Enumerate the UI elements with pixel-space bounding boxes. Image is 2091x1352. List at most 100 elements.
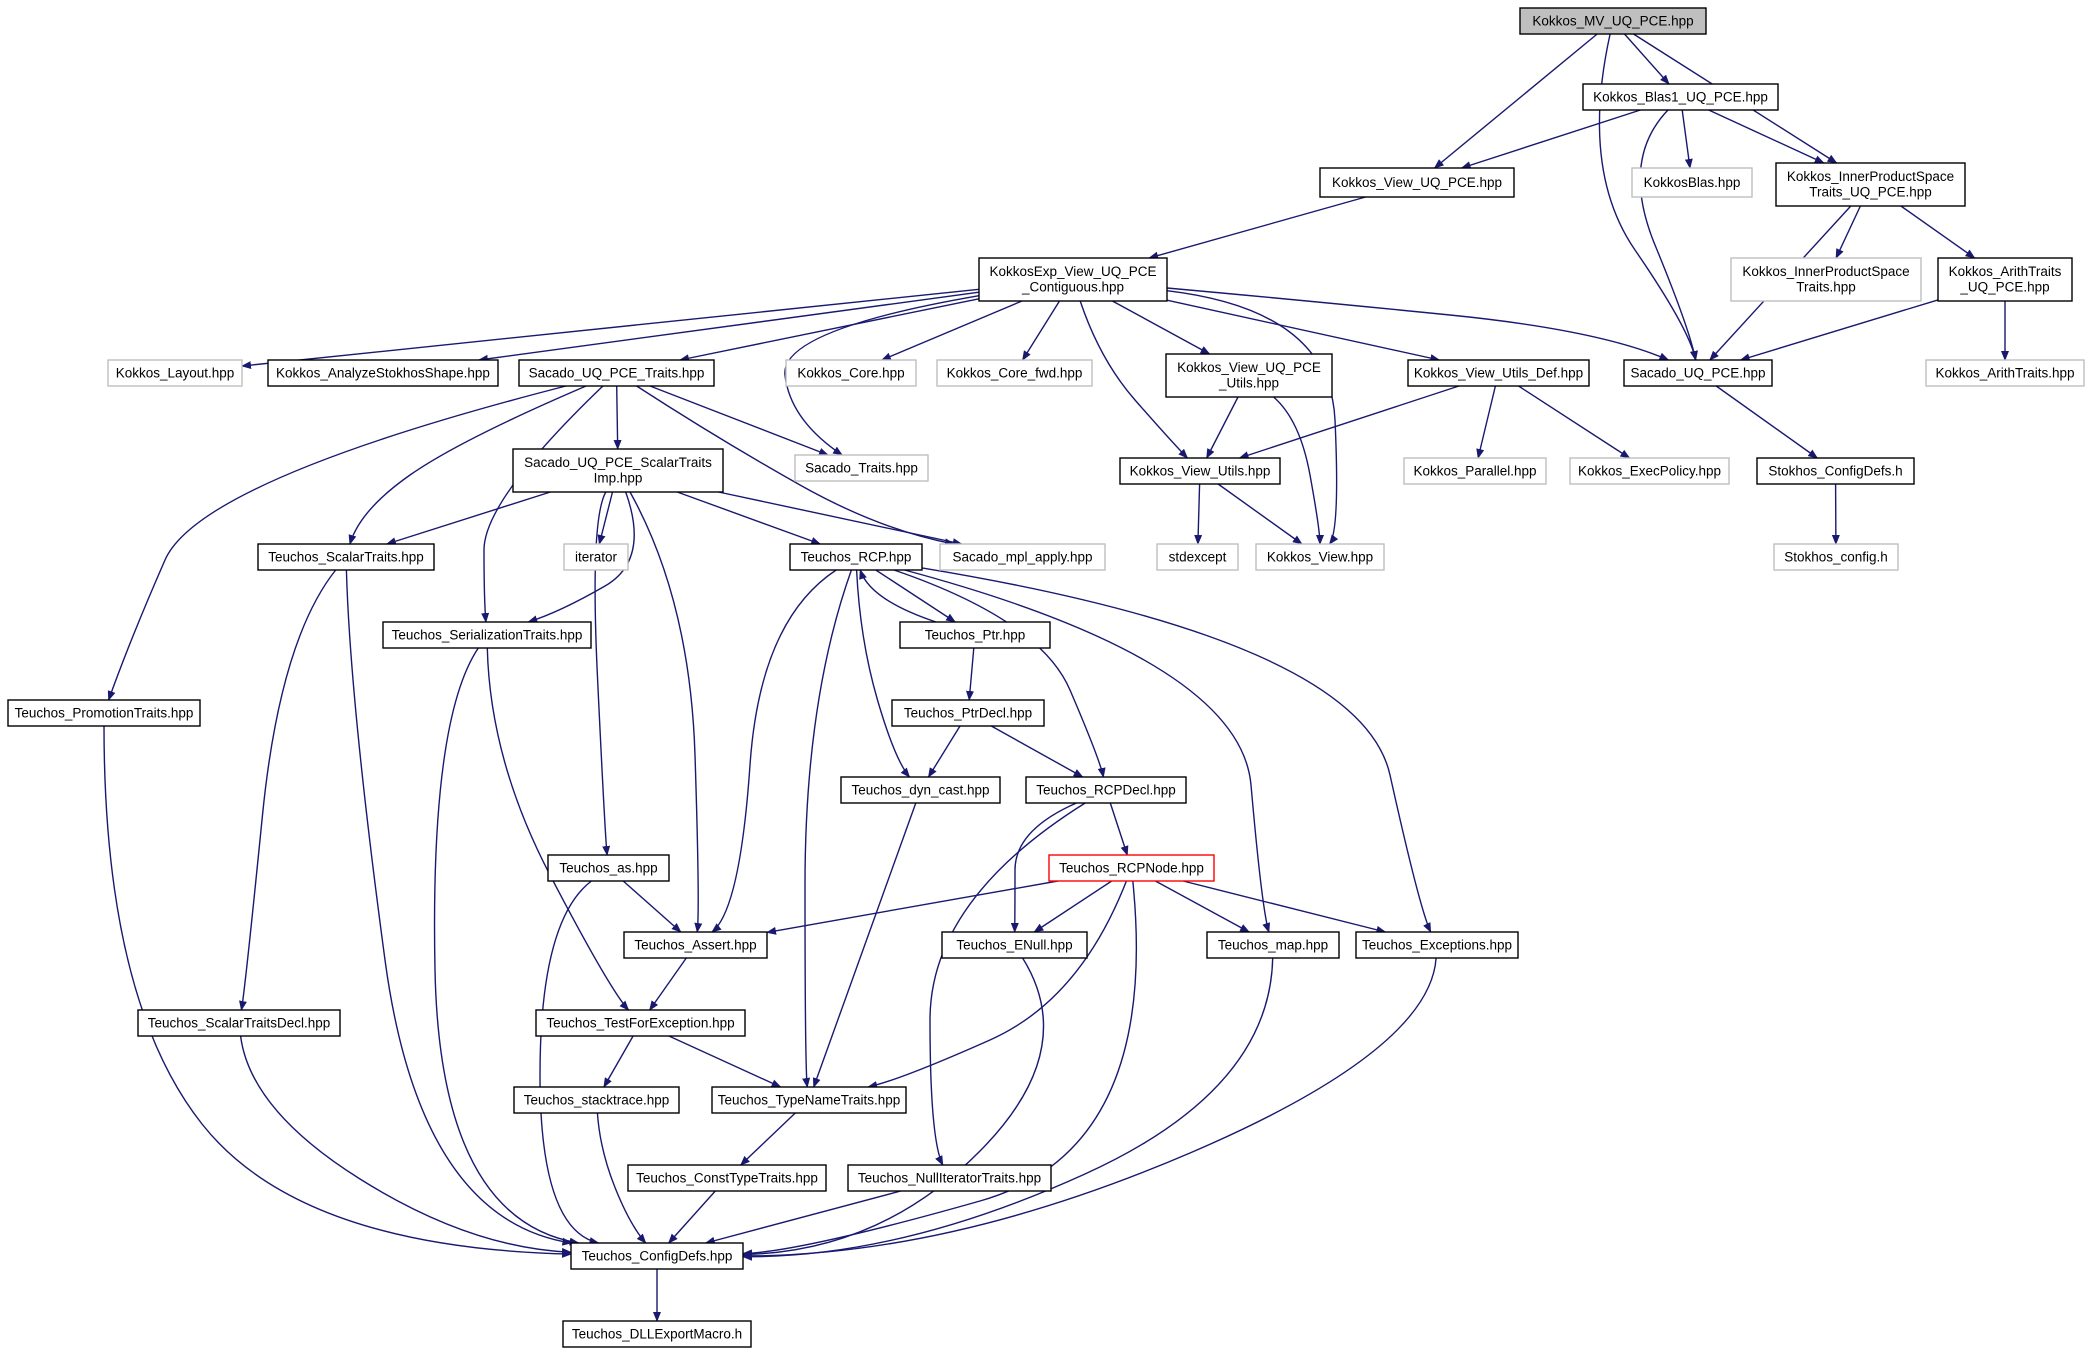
node-exceptions[interactable]: Teuchos_Exceptions.hpp (1355, 931, 1519, 959)
node-rcpdecl[interactable]: Teuchos_RCPDecl.hpp (1025, 776, 1187, 804)
node-box[interactable] (547, 854, 670, 882)
node-box[interactable] (939, 543, 1106, 571)
node-core[interactable]: Kokkos_Core.hpp (785, 359, 917, 387)
node-box[interactable] (1730, 257, 1922, 302)
node-enull[interactable]: Teuchos_ENull.hpp (941, 931, 1088, 959)
node-box[interactable] (1403, 457, 1547, 485)
node-box[interactable] (512, 448, 724, 493)
node-mv[interactable]: Kokkos_MV_UQ_PCE.hpp (1519, 7, 1707, 35)
node-stdexcept[interactable]: stdexcept (1156, 543, 1239, 571)
node-box[interactable] (563, 543, 629, 571)
node-rcpnode[interactable]: Teuchos_RCPNode.hpp (1048, 854, 1215, 882)
node-box[interactable] (1206, 931, 1340, 959)
node-box[interactable] (7, 699, 201, 727)
node-box[interactable] (267, 359, 499, 387)
node-box[interactable] (1631, 167, 1753, 198)
node-box[interactable] (847, 1164, 1052, 1192)
node-viewutilsuq[interactable]: Kokkos_View_UQ_PCE_Utils.hpp (1165, 353, 1333, 398)
node-box[interactable] (1255, 543, 1385, 571)
node-sacadotraits[interactable]: Sacado_UQ_PCE_Traits.hpp (518, 359, 715, 387)
node-sacadotr[interactable]: Sacado_Traits.hpp (794, 454, 929, 482)
node-box[interactable] (789, 543, 923, 571)
node-box[interactable] (1407, 359, 1590, 387)
node-viewutils[interactable]: Kokkos_View_Utils.hpp (1119, 457, 1281, 485)
node-box[interactable] (1048, 854, 1215, 882)
node-consttype[interactable]: Teuchos_ConstTypeTraits.hpp (627, 1164, 827, 1192)
node-as[interactable]: Teuchos_as.hpp (547, 854, 670, 882)
node-box[interactable] (936, 359, 1093, 387)
node-blas1[interactable]: Kokkos_Blas1_UQ_PCE.hpp (1582, 83, 1779, 111)
node-ptrdecl[interactable]: Teuchos_PtrDecl.hpp (891, 699, 1045, 727)
node-stacktrace[interactable]: Teuchos_stacktrace.hpp (513, 1086, 680, 1114)
node-box[interactable] (562, 1320, 752, 1348)
node-box[interactable] (518, 359, 715, 387)
node-box[interactable] (1775, 162, 1966, 207)
node-viewuq[interactable]: Kokkos_View_UQ_PCE.hpp (1319, 167, 1515, 198)
node-serial[interactable]: Teuchos_SerializationTraits.hpp (382, 621, 592, 649)
node-parallel[interactable]: Kokkos_Parallel.hpp (1403, 457, 1547, 485)
node-box[interactable] (535, 1009, 746, 1037)
node-stokhoscfg[interactable]: Stokhos_ConfigDefs.h (1756, 457, 1915, 485)
node-promo[interactable]: Teuchos_PromotionTraits.hpp (7, 699, 201, 727)
node-box[interactable] (1756, 457, 1915, 485)
node-box[interactable] (1165, 353, 1333, 398)
node-analyze[interactable]: Kokkos_AnalyzeStokhosShape.hpp (267, 359, 499, 387)
node-box[interactable] (1623, 359, 1773, 387)
node-ptr[interactable]: Teuchos_Ptr.hpp (899, 621, 1051, 649)
node-box[interactable] (570, 1242, 744, 1270)
node-arithuq[interactable]: Kokkos_ArithTraits_UQ_PCE.hpp (1937, 257, 2073, 302)
node-box[interactable] (978, 257, 1168, 302)
node-box[interactable] (840, 776, 1001, 804)
node-box[interactable] (711, 1086, 907, 1114)
node-box[interactable] (1025, 776, 1187, 804)
node-box[interactable] (627, 1164, 827, 1192)
node-expview[interactable]: KokkosExp_View_UQ_PCE_Contiguous.hpp (978, 257, 1168, 302)
node-kview[interactable]: Kokkos_View.hpp (1255, 543, 1385, 571)
node-box[interactable] (891, 699, 1045, 727)
node-scalartraits[interactable]: Teuchos_ScalarTraits.hpp (257, 543, 435, 571)
node-scalardecl[interactable]: Teuchos_ScalarTraitsDecl.hpp (137, 1009, 341, 1037)
node-map[interactable]: Teuchos_map.hpp (1206, 931, 1340, 959)
node-stokhosconfig[interactable]: Stokhos_config.h (1773, 543, 1899, 571)
node-viewutilsdef[interactable]: Kokkos_View_Utils_Def.hpp (1407, 359, 1590, 387)
node-box[interactable] (382, 621, 592, 649)
node-box[interactable] (1925, 359, 2085, 387)
node-box[interactable] (1582, 83, 1779, 111)
node-box[interactable] (785, 359, 917, 387)
node-rcp[interactable]: Teuchos_RCP.hpp (789, 543, 923, 571)
node-box[interactable] (623, 931, 768, 959)
node-mplapply[interactable]: Sacado_mpl_apply.hpp (939, 543, 1106, 571)
node-box[interactable] (1355, 931, 1519, 959)
node-kblas[interactable]: KokkosBlas.hpp (1631, 167, 1753, 198)
node-box[interactable] (794, 454, 929, 482)
node-box[interactable] (1937, 257, 2073, 302)
node-arith[interactable]: Kokkos_ArithTraits.hpp (1925, 359, 2085, 387)
node-execpolicy[interactable]: Kokkos_ExecPolicy.hpp (1569, 457, 1730, 485)
node-box[interactable] (941, 931, 1088, 959)
node-typename[interactable]: Teuchos_TypeNameTraits.hpp (711, 1086, 907, 1114)
node-box[interactable] (899, 621, 1051, 649)
node-configdefs[interactable]: Teuchos_ConfigDefs.hpp (570, 1242, 744, 1270)
node-nulliter[interactable]: Teuchos_NullIteratorTraits.hpp (847, 1164, 1052, 1192)
node-box[interactable] (107, 359, 243, 387)
node-testforexc[interactable]: Teuchos_TestForException.hpp (535, 1009, 746, 1037)
node-box[interactable] (1569, 457, 1730, 485)
node-iterator[interactable]: iterator (563, 543, 629, 571)
node-assert[interactable]: Teuchos_Assert.hpp (623, 931, 768, 959)
node-sacadouq[interactable]: Sacado_UQ_PCE.hpp (1623, 359, 1773, 387)
node-corefwd[interactable]: Kokkos_Core_fwd.hpp (936, 359, 1093, 387)
node-box[interactable] (257, 543, 435, 571)
node-box[interactable] (1319, 167, 1515, 198)
node-box[interactable] (1156, 543, 1239, 571)
node-box[interactable] (1773, 543, 1899, 571)
node-dyncast[interactable]: Teuchos_dyn_cast.hpp (840, 776, 1001, 804)
node-box[interactable] (1519, 7, 1707, 35)
node-box[interactable] (1119, 457, 1281, 485)
node-box[interactable] (137, 1009, 341, 1037)
node-ips[interactable]: Kokkos_InnerProductSpaceTraits_UQ_PCE.hp… (1775, 162, 1966, 207)
node-box[interactable] (513, 1086, 680, 1114)
node-dllexport[interactable]: Teuchos_DLLExportMacro.h (562, 1320, 752, 1348)
node-layout[interactable]: Kokkos_Layout.hpp (107, 359, 243, 387)
